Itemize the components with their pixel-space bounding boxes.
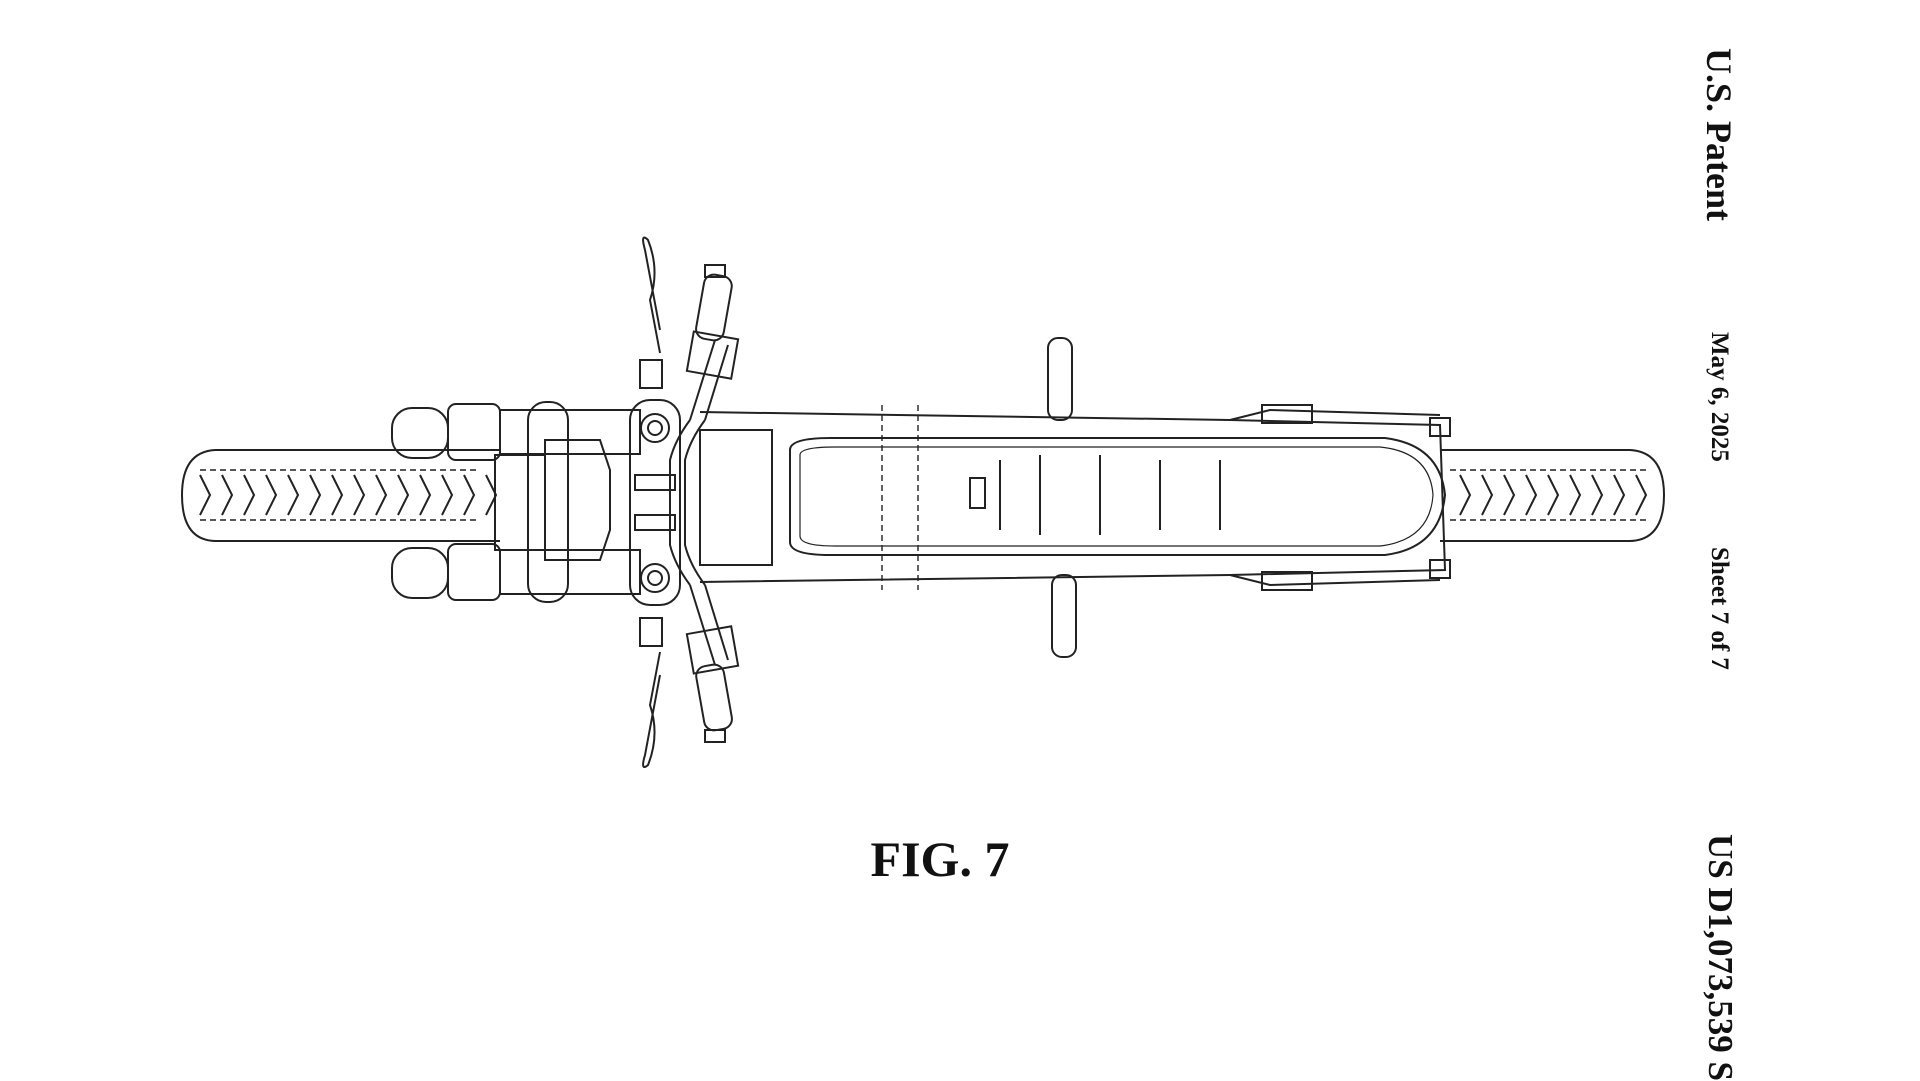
tread-chevron — [441, 474, 454, 516]
tread-chevron — [1613, 474, 1626, 516]
rear-tire — [1440, 449, 1666, 542]
tread-chevron — [353, 474, 366, 516]
tread-chevron — [331, 474, 344, 516]
tread-chevron — [1591, 474, 1604, 516]
tread-chevron — [221, 474, 234, 516]
patent-header-title: U.S. Patent — [1699, 48, 1739, 221]
tread-chevron — [1459, 474, 1472, 516]
footpegs — [1047, 337, 1077, 658]
tread-chevron — [199, 474, 212, 516]
tread-chevron — [1481, 474, 1494, 516]
tread-chevron — [463, 474, 476, 516]
tread-chevron — [1635, 474, 1648, 516]
tread-chevron — [309, 474, 322, 516]
tread-chevron — [243, 474, 256, 516]
front-assembly — [494, 399, 681, 606]
tread-chevron — [419, 474, 432, 516]
tank-seat — [789, 437, 1447, 556]
patent-date: May 6, 2025 — [1706, 332, 1733, 462]
fork-tubes — [391, 403, 641, 601]
sheet-number: Sheet 7 of 7 — [1706, 547, 1733, 670]
patent-number: US D1,073,539 S — [1701, 834, 1740, 1081]
tread-chevron — [265, 474, 278, 516]
tread-chevron — [1503, 474, 1516, 516]
tread-chevron — [1525, 474, 1538, 516]
handlebar — [639, 236, 740, 768]
figure-label: FIG. 7 — [870, 831, 1010, 887]
break-lines — [881, 405, 919, 590]
tread-chevron — [1569, 474, 1582, 516]
rear-suspension — [1261, 404, 1451, 591]
tread-chevron — [287, 474, 300, 516]
tread-chevron — [397, 474, 410, 516]
frame-body — [699, 408, 1447, 587]
tread-chevron — [375, 474, 388, 516]
front-tire — [180, 449, 500, 542]
tread-chevron — [1547, 474, 1560, 516]
